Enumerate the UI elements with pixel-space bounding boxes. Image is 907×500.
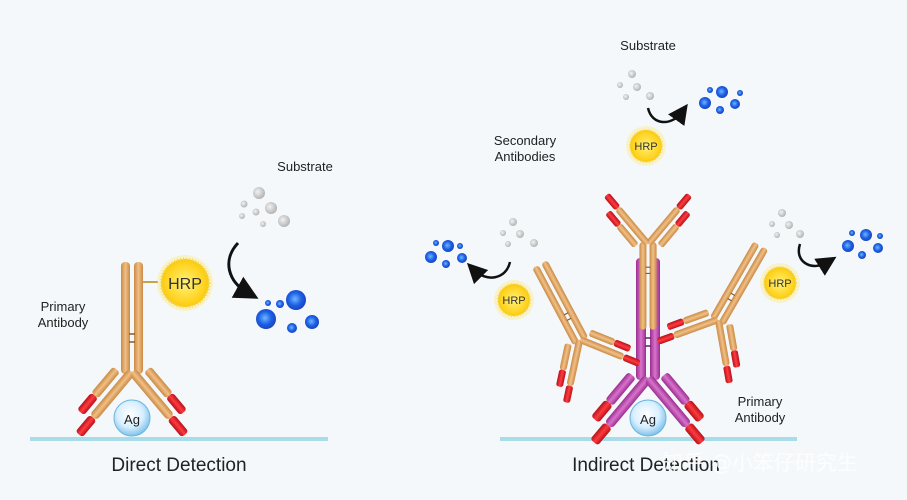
right-blue-product-dots-icon xyxy=(842,229,883,259)
direct-hrp-label: HRP xyxy=(168,276,202,293)
top-curved-arrow-icon xyxy=(646,103,688,126)
indirect-detection-title: Indirect Detection xyxy=(572,455,720,476)
secondary-hrp-top: HRP xyxy=(626,126,666,166)
secondary-antibodies-label: Secondary Antibodies xyxy=(494,133,557,164)
secondary-antibody-right xyxy=(646,219,807,391)
svg-text:Primary: Primary xyxy=(41,299,86,314)
direct-blue-product-dots-icon xyxy=(256,290,319,333)
top-blue-product-dots-icon xyxy=(699,86,743,114)
left-curved-arrow-icon xyxy=(466,261,512,285)
top-substrate-dots-icon xyxy=(617,70,654,100)
svg-text:HRP: HRP xyxy=(502,295,525,307)
right-curved-arrow-icon xyxy=(797,243,837,276)
secondary-hrp-left: HRP xyxy=(494,280,534,320)
left-substrate-dots-icon xyxy=(500,218,538,247)
svg-text:Secondary: Secondary xyxy=(494,133,557,148)
secondary-antibody-top xyxy=(595,192,701,331)
right-substrate-dots-icon xyxy=(769,209,804,238)
left-blue-product-dots-icon xyxy=(425,240,467,268)
direct-primary-antibody-label: Primary Antibody xyxy=(38,299,89,330)
direct-detection-title: Direct Detection xyxy=(111,455,246,476)
direct-antigen xyxy=(113,399,151,437)
direct-hrp-enzyme: HRP xyxy=(143,255,213,311)
svg-text:Antibody: Antibody xyxy=(38,315,89,330)
direct-curved-arrow-icon xyxy=(227,241,259,299)
secondary-hrp-right: HRP xyxy=(760,263,800,303)
indirect-antigen xyxy=(629,399,667,437)
svg-text:HRP: HRP xyxy=(634,141,657,153)
svg-text:HRP: HRP xyxy=(768,278,791,290)
watermark: 知乎 @小笨仔研究生 xyxy=(662,451,858,475)
direct-substrate-dots-icon xyxy=(239,187,290,227)
indirect-primary-antibody-label: Primary Antibody xyxy=(735,394,786,425)
svg-text:Antibody: Antibody xyxy=(735,410,786,425)
indirect-substrate-label: Substrate xyxy=(620,38,676,53)
svg-text:Primary: Primary xyxy=(738,394,783,409)
svg-text:Antibodies: Antibodies xyxy=(495,149,556,164)
direct-antigen-label: Ag xyxy=(124,412,140,427)
direct-substrate-label: Substrate xyxy=(277,159,333,174)
indirect-antigen-label: Ag xyxy=(640,412,656,427)
